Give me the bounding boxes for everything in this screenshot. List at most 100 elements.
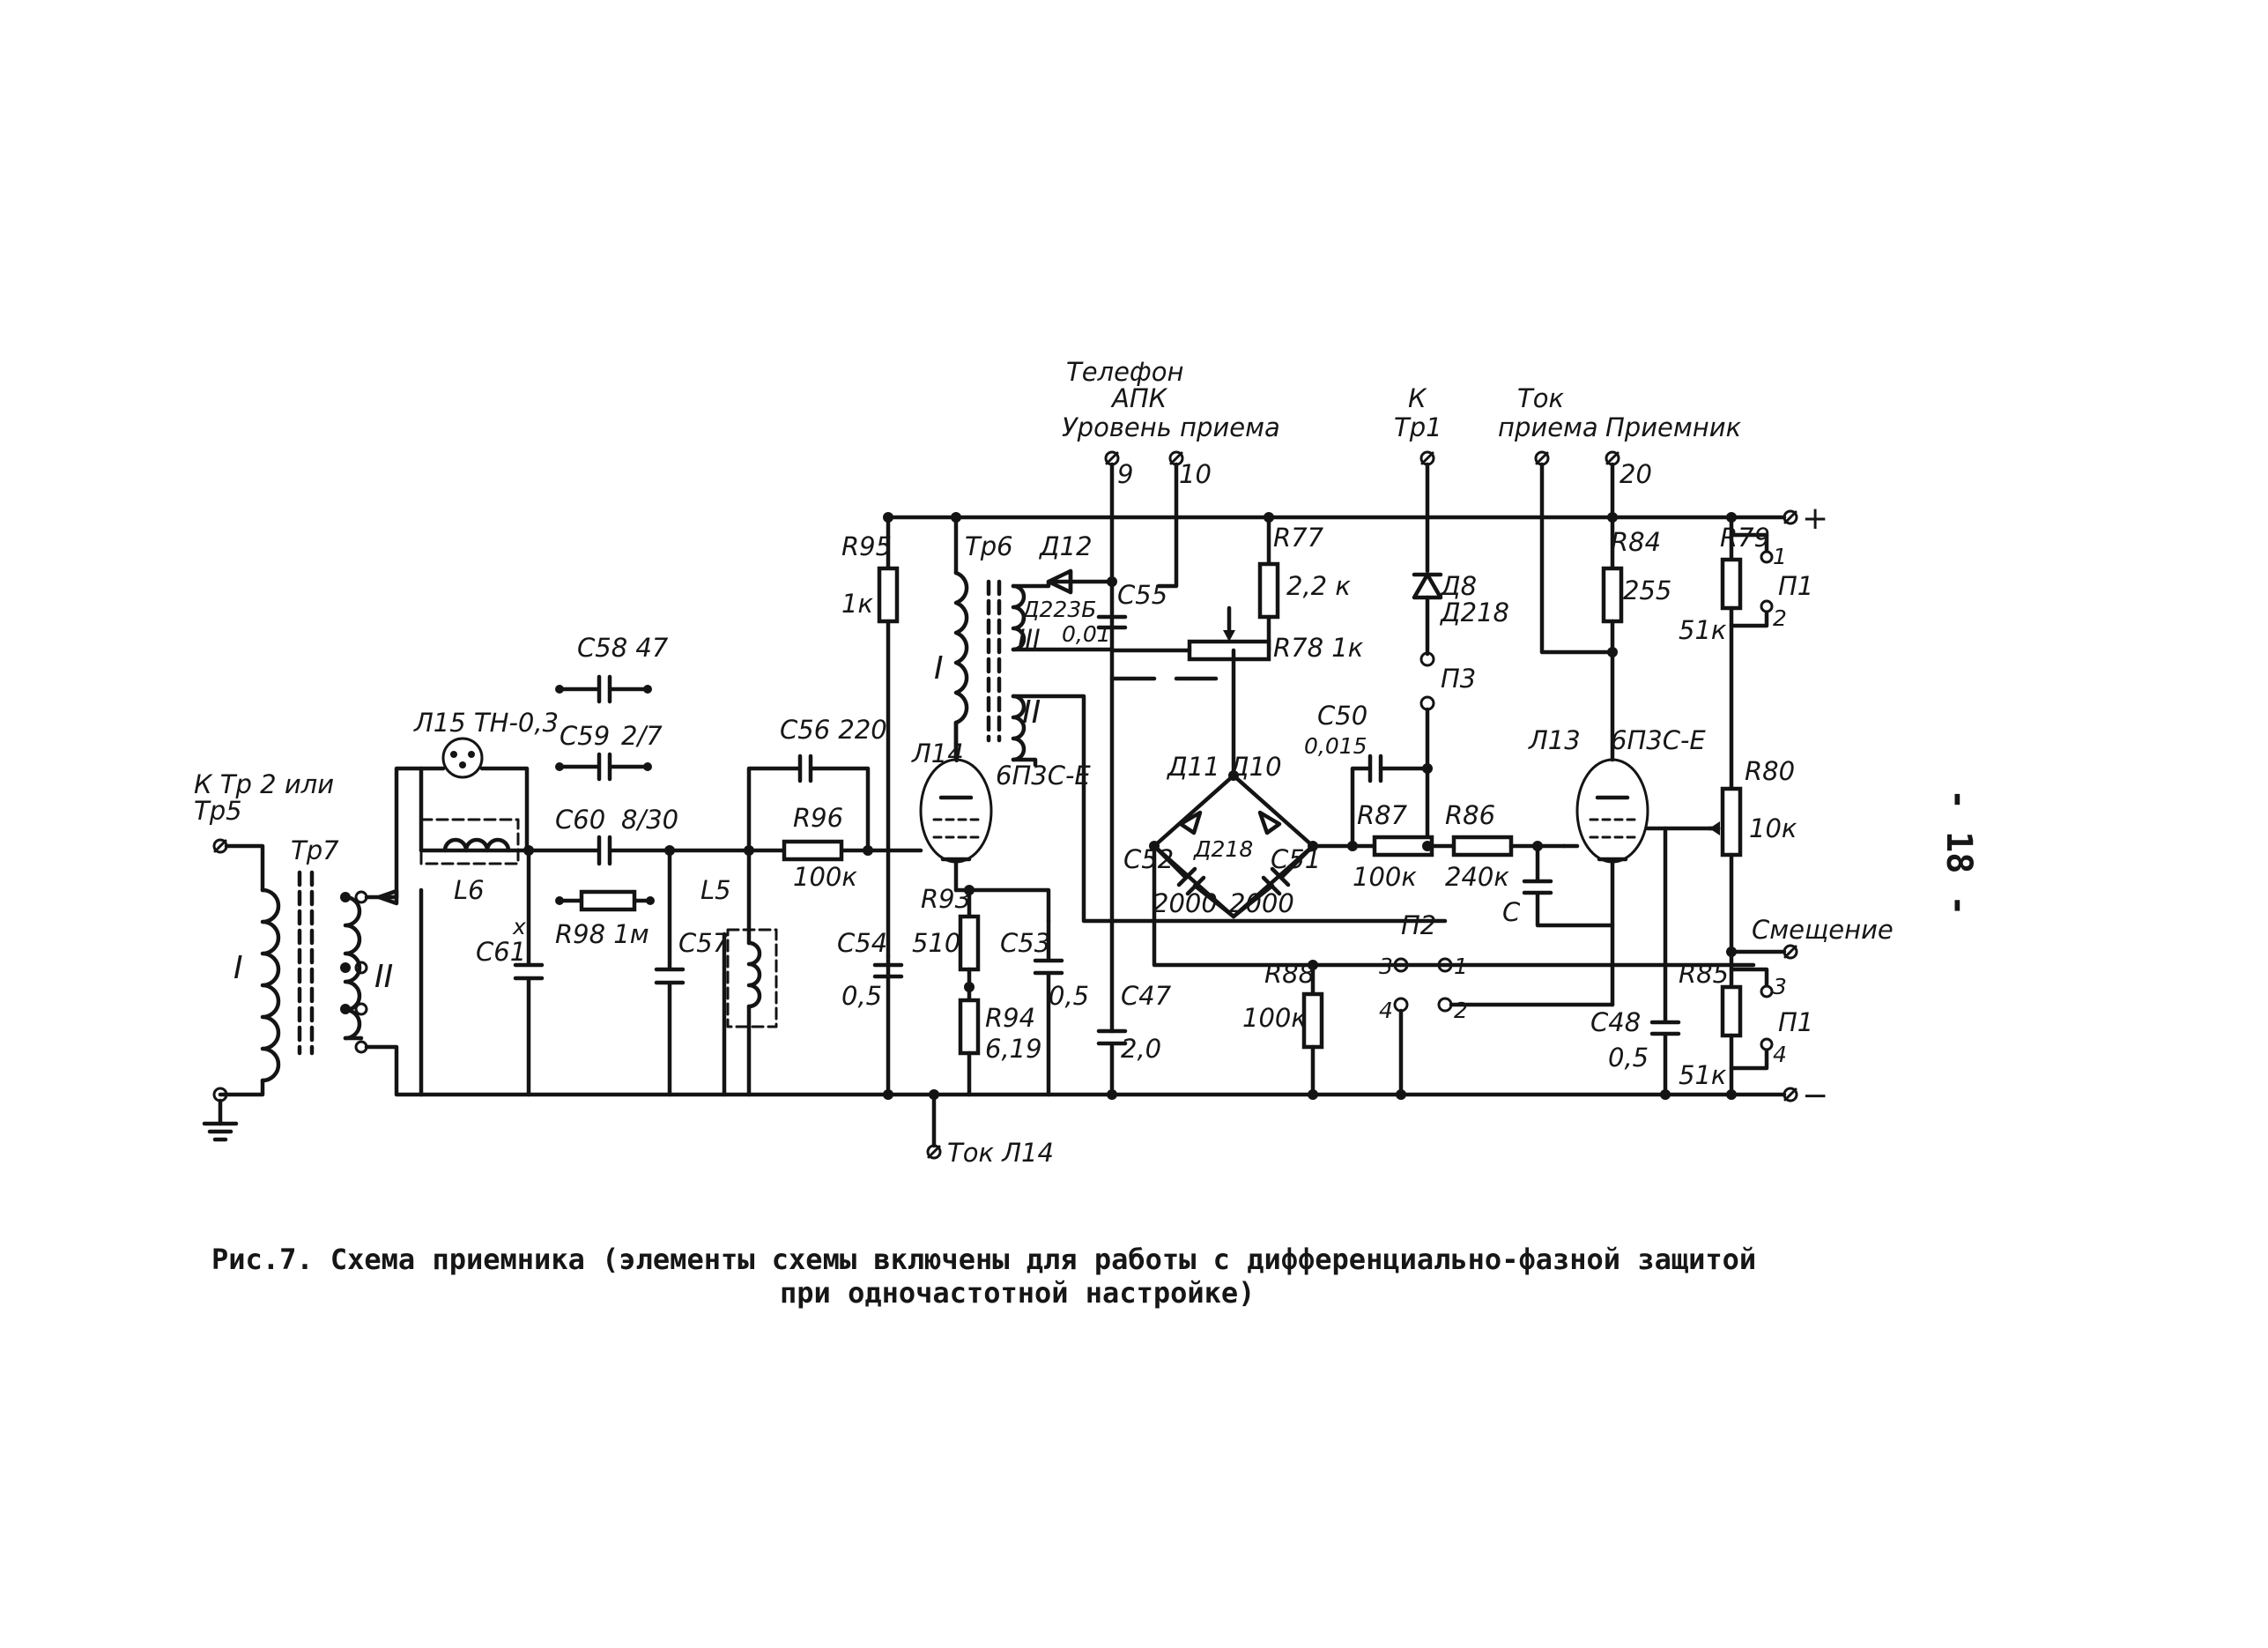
c47-capacitor <box>1096 1028 1128 1100</box>
label-priema: приема <box>1498 412 1598 442</box>
c59-capacitor <box>555 752 652 782</box>
label-l13: Л13 <box>1528 725 1581 755</box>
label-d10: Д10 <box>1227 752 1282 782</box>
terminal-tok-priema <box>1534 450 1615 655</box>
label-p2-4: 4 <box>1379 998 1393 1023</box>
caption-line1: Рис.7. Схема приемника (элементы схемы в… <box>211 1243 1756 1276</box>
label-c48-v: 0,5 <box>1608 1043 1649 1073</box>
l13-pentode-tube <box>1561 758 1649 1007</box>
label-r77-v: 2,2 к <box>1286 571 1351 601</box>
label-tr7-i: I <box>233 950 243 986</box>
label-t10: 10 <box>1179 459 1212 489</box>
l5-coil <box>667 848 778 1097</box>
r87-resistor <box>1347 835 1456 857</box>
label-r86: R86 <box>1445 800 1495 830</box>
label-l6: L6 <box>454 875 485 905</box>
label-minus: − <box>1802 1078 1828 1114</box>
c61-capacitor <box>513 845 545 1097</box>
label-d11: Д11 <box>1166 752 1220 782</box>
label-input-k-tr: К Тр 2 или <box>194 769 334 799</box>
r98-resistor <box>555 889 655 912</box>
c50-capacitor <box>1310 753 1433 849</box>
label-c53-v: 0,5 <box>1049 981 1089 1011</box>
label-r78: R78 1к <box>1273 633 1364 663</box>
label-p1b-3: 3 <box>1773 974 1787 999</box>
label-p1b: П1 <box>1778 1007 1813 1037</box>
label-c54: С54 <box>837 928 887 958</box>
label-r98: R98 1м <box>555 919 649 949</box>
tr6-transformer <box>951 512 1448 924</box>
label-c55: С55 <box>1117 580 1167 610</box>
r93-resistor <box>953 885 1051 990</box>
tok-l14-terminal <box>926 1089 942 1160</box>
label-r80-v: 10к <box>1749 813 1797 843</box>
label-r80: R80 <box>1745 756 1795 786</box>
label-r94: R94 <box>985 1003 1035 1033</box>
label-t9: 9 <box>1117 459 1133 489</box>
label-c54-v: 0,5 <box>841 981 882 1011</box>
smeshchenie-terminal <box>1729 944 1798 960</box>
label-r95: R95 <box>841 531 892 561</box>
label-r93-v: 510 <box>912 928 960 958</box>
r78-potentiometer <box>1109 605 1271 681</box>
label-c51: С51 <box>1271 844 1321 874</box>
label-tr6-i: I <box>934 650 944 687</box>
label-tr7-ii: II <box>374 959 393 995</box>
r79-resistor <box>1720 512 1769 791</box>
label-c56: С56 220 <box>780 715 887 745</box>
label-telefon: Телефон <box>1066 357 1183 387</box>
caption-line2: при одночастотной настройке) <box>780 1276 1255 1310</box>
label-c47-v: 2,0 <box>1121 1034 1161 1064</box>
label-r79-v: 51к <box>1679 615 1727 645</box>
label-c59: С59 <box>560 721 610 751</box>
label-smeshchenie: Смещение <box>1752 915 1894 945</box>
c48-capacitor <box>1645 826 1721 1100</box>
terminal-10 <box>1156 450 1184 589</box>
label-c: С <box>1502 897 1521 927</box>
label-c51-v: 2000 <box>1229 888 1294 918</box>
c58-capacitor <box>555 674 652 704</box>
d8-diode <box>1412 572 1443 657</box>
r95-resistor <box>877 512 900 1097</box>
label-tr7: Тр7 <box>291 835 339 865</box>
label-tr6: Тр6 <box>965 531 1013 561</box>
label-r87-v: 100к <box>1353 862 1417 892</box>
label-r85-v: 51к <box>1679 1060 1727 1090</box>
p1-jumper-top <box>1760 550 1774 613</box>
label-l5: L5 <box>700 875 731 905</box>
label-priemnik: Приемник <box>1605 412 1742 442</box>
r88-resistor <box>1301 960 1324 1100</box>
tr7-core <box>297 870 315 1056</box>
label-p2-2: 2 <box>1454 998 1468 1023</box>
terminal-k-tr1 <box>1419 450 1435 574</box>
label-r95-v: 1к <box>841 589 873 619</box>
label-c52-v: 2000 <box>1153 888 1218 918</box>
label-r77: R77 <box>1273 523 1324 553</box>
label-c50-v: 0,015 <box>1304 733 1367 759</box>
label-l13-t: 6П3С-Е <box>1611 725 1706 755</box>
c54-capacitor <box>872 954 904 1100</box>
label-c47: С47 <box>1121 981 1172 1011</box>
label-r88: R88 <box>1264 959 1315 989</box>
label-c60-v: 8/30 <box>621 805 678 835</box>
label-c48: С48 <box>1590 1007 1641 1037</box>
label-d8: Д8 <box>1439 571 1477 601</box>
label-p1-2: 2 <box>1773 605 1787 631</box>
label-c52: С52 <box>1123 844 1174 874</box>
label-l15: Л15 ТН-0,3 <box>413 708 559 738</box>
p2-switch <box>1393 957 1615 1100</box>
label-d8-t: Д218 <box>1439 598 1509 627</box>
label-c55-v: 0,01 <box>1062 621 1111 647</box>
label-r87: R87 <box>1357 800 1408 830</box>
label-r88-v: 100к <box>1242 1003 1307 1033</box>
label-p3: П3 <box>1441 664 1476 694</box>
label-r93: R93 <box>921 884 971 914</box>
c-capacitor <box>1522 843 1615 928</box>
c51-capacitor <box>1231 843 1316 919</box>
c60-capacitor <box>526 835 672 866</box>
label-l14: Л14 <box>911 739 964 768</box>
label-uroven: Уровень приема <box>1062 412 1280 442</box>
tr7-primary-winding <box>218 887 281 1097</box>
label-tr6-iii: III <box>1018 624 1041 654</box>
